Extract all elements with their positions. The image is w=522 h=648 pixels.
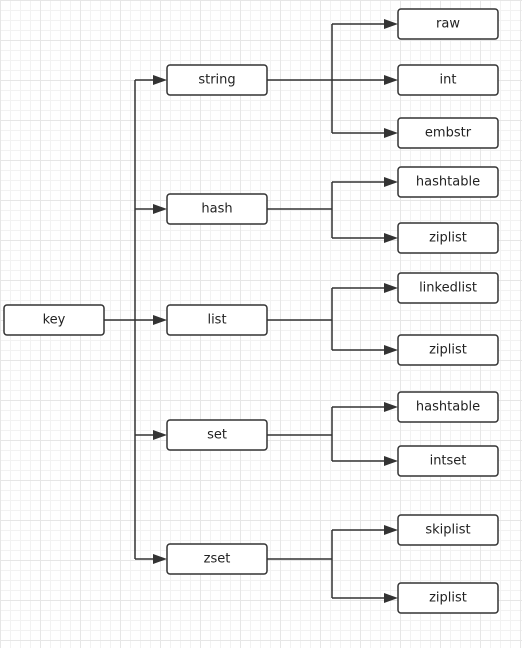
node-hash-ziplist-box <box>397 222 499 254</box>
string-connector-arrow-0 <box>384 19 398 29</box>
key-connector-arrow-1 <box>153 204 167 214</box>
node-set-hashtable-label: hashtable <box>416 400 480 415</box>
set-connector-arrow-1 <box>384 456 398 466</box>
node-list-ziplist-box <box>397 334 499 366</box>
key-connector-arrow-3 <box>153 430 167 440</box>
node-string-box <box>166 64 268 96</box>
node-string-raw: raw <box>397 8 499 40</box>
node-zset-ziplist-box <box>397 582 499 614</box>
node-hash-ziplist-label: ziplist <box>429 231 467 246</box>
node-key-label: key <box>43 313 66 328</box>
connectors <box>104 19 398 603</box>
node-zset-skiplist: skiplist <box>397 514 499 546</box>
hash-connector-arrow-0 <box>384 177 398 187</box>
node-string-label: string <box>198 73 235 88</box>
node-list-box <box>166 304 268 336</box>
key-connector-arrow-2 <box>153 315 167 325</box>
node-key-box <box>3 304 105 336</box>
node-set-intset: intset <box>397 445 499 477</box>
node-zset: zset <box>166 543 268 575</box>
node-set-intset-box <box>397 445 499 477</box>
node-hash-label: hash <box>201 202 232 217</box>
node-zset-label: zset <box>204 552 231 567</box>
node-hash-box <box>166 193 268 225</box>
zset-connector-arrow-0 <box>384 525 398 535</box>
node-string-raw-box <box>397 8 499 40</box>
node-list-ziplist-label: ziplist <box>429 343 467 358</box>
node-zset-skiplist-box <box>397 514 499 546</box>
set-connector-arrow-0 <box>384 402 398 412</box>
node-zset-ziplist: ziplist <box>397 582 499 614</box>
node-set: set <box>166 419 268 451</box>
node-list-ziplist: ziplist <box>397 334 499 366</box>
node-set-box <box>166 419 268 451</box>
node-string-embstr: embstr <box>397 117 499 149</box>
node-string-int-box <box>397 64 499 96</box>
string-connector-arrow-1 <box>384 75 398 85</box>
hash-connector-arrow-1 <box>384 233 398 243</box>
zset-connector-arrow-1 <box>384 593 398 603</box>
node-zset-box <box>166 543 268 575</box>
node-set-label: set <box>207 428 227 443</box>
node-list-linkedlist: linkedlist <box>397 272 499 304</box>
key-connector-arrow-4 <box>153 554 167 564</box>
node-list-linkedlist-box <box>397 272 499 304</box>
node-string-raw-label: raw <box>436 17 460 32</box>
node-hash: hash <box>166 193 268 225</box>
node-list: list <box>166 304 268 336</box>
node-set-intset-label: intset <box>430 454 467 469</box>
list-connector-arrow-0 <box>384 283 398 293</box>
node-hash-ziplist: ziplist <box>397 222 499 254</box>
node-zset-skiplist-label: skiplist <box>425 523 470 538</box>
node-set-hashtable: hashtable <box>397 391 499 423</box>
node-string-embstr-box <box>397 117 499 149</box>
node-string-embstr-label: embstr <box>425 126 472 141</box>
node-set-hashtable-box <box>397 391 499 423</box>
node-list-label: list <box>207 313 226 328</box>
node-hash-hashtable-label: hashtable <box>416 175 480 190</box>
node-hash-hashtable-box <box>397 166 499 198</box>
node-key: key <box>3 304 105 336</box>
node-string-int-label: int <box>440 73 457 88</box>
node-string: string <box>166 64 268 96</box>
node-string-int: int <box>397 64 499 96</box>
string-connector-arrow-2 <box>384 128 398 138</box>
node-hash-hashtable: hashtable <box>397 166 499 198</box>
list-connector-arrow-1 <box>384 345 398 355</box>
key-connector-arrow-0 <box>153 75 167 85</box>
node-zset-ziplist-label: ziplist <box>429 591 467 606</box>
node-list-linkedlist-label: linkedlist <box>419 281 477 296</box>
